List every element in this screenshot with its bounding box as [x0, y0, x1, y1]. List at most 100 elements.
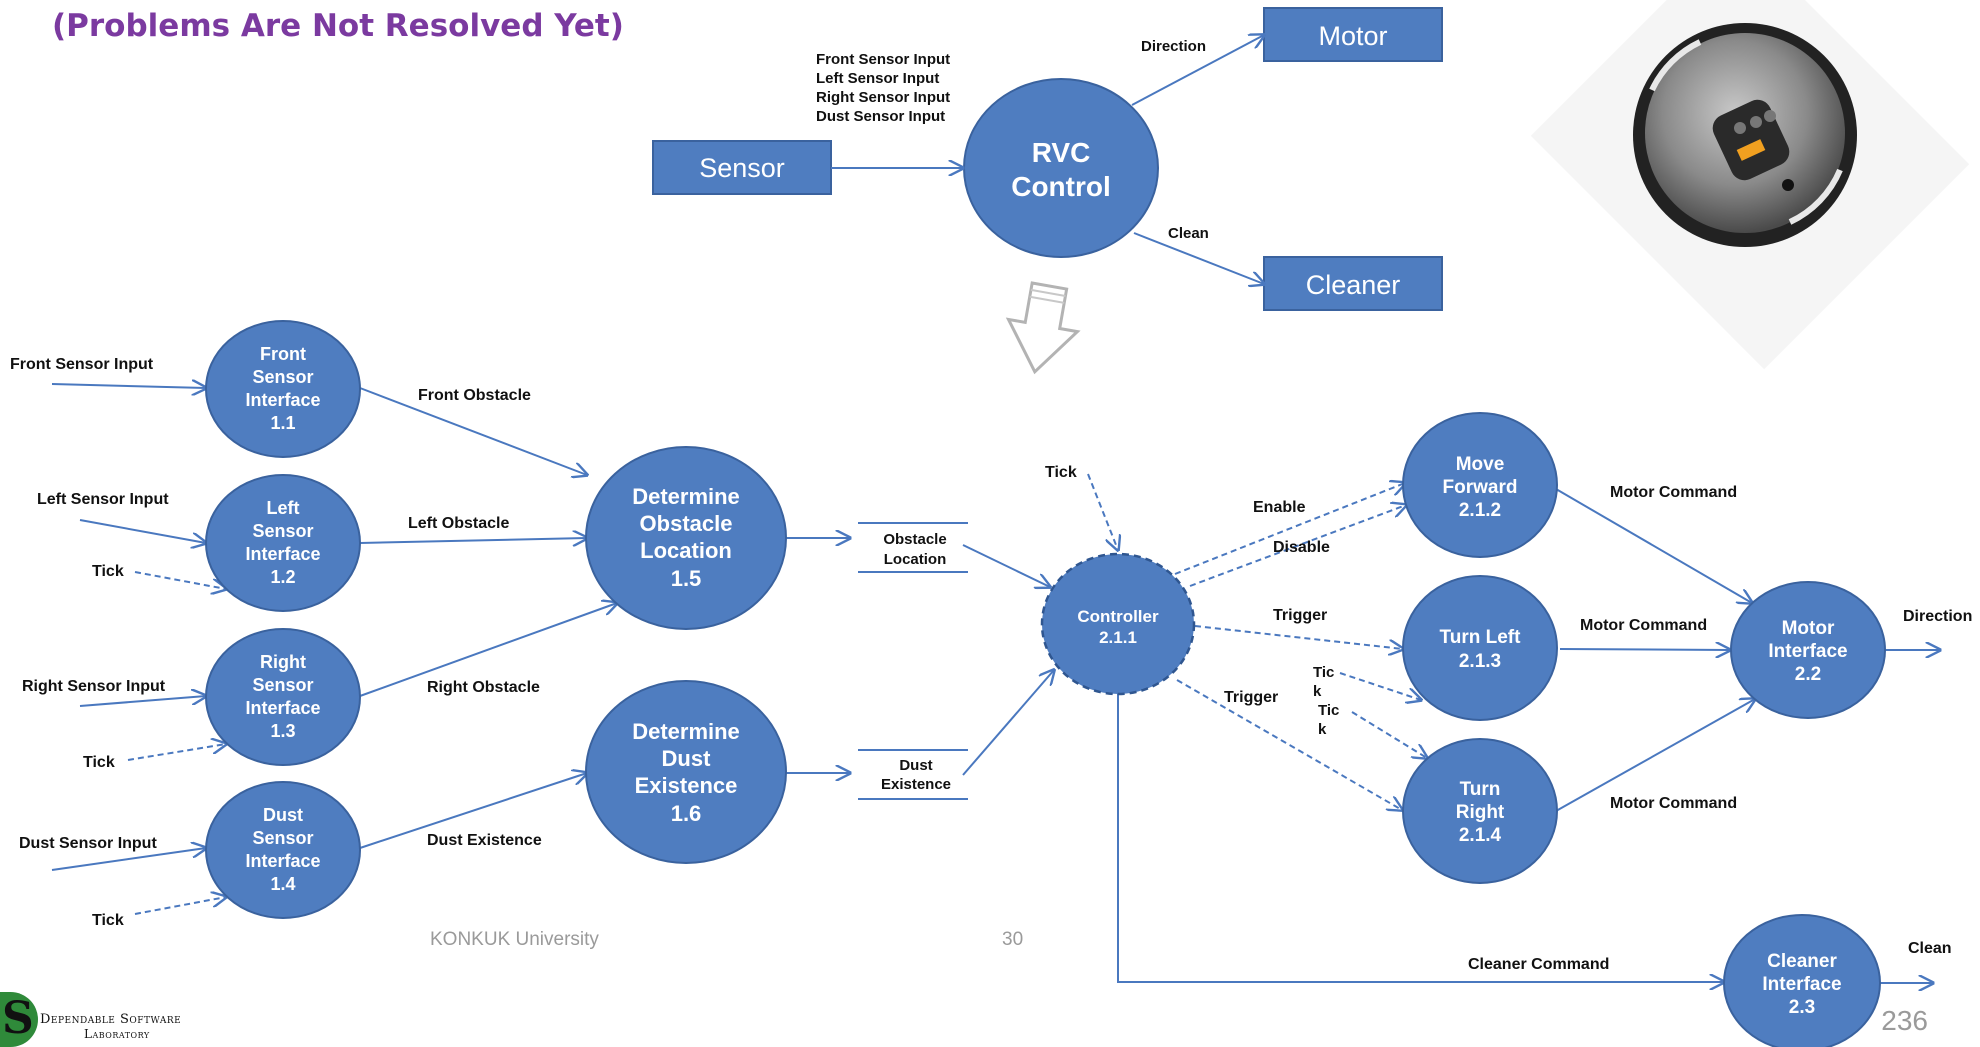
label-motor-command-1: Motor Command	[1610, 484, 1737, 501]
rvc-control-process	[963, 78, 1159, 258]
p213-line2: 2.1.3	[1459, 651, 1501, 672]
label-tick-dust: Tick	[92, 912, 124, 929]
rvc-control-line2: Control	[1011, 171, 1111, 202]
label-tick-controller: Tick	[1045, 464, 1077, 481]
disable-arrow	[1189, 505, 1406, 587]
process-1-5: Determine Obstacle Location 1.5	[585, 446, 787, 630]
p211-line2: 2.1.1	[1099, 628, 1137, 647]
robot-vacuum-photo	[1530, 0, 1970, 370]
label-tick-turn-left-2: k	[1313, 683, 1322, 700]
footer-university: KONKUK University	[430, 929, 599, 950]
p15-line4: 1.5	[671, 566, 702, 591]
p22-line2: Interface	[1768, 641, 1847, 662]
p22-line1: Motor	[1782, 618, 1835, 639]
p212-line3: 2.1.2	[1459, 500, 1501, 521]
p12-line3: Interface	[245, 544, 320, 564]
sensor-entity-label: Sensor	[699, 153, 785, 183]
label-tick-right: Tick	[83, 754, 115, 771]
p15-line3: Location	[640, 538, 732, 563]
lab-name-line2: Laboratory	[84, 1027, 150, 1041]
label-enable: Enable	[1253, 499, 1306, 516]
p16-line4: 1.6	[671, 801, 702, 826]
motor-command-arrow-1	[1555, 488, 1752, 603]
label-front-obstacle: Front Obstacle	[418, 387, 531, 404]
label-cleaner-command: Cleaner Command	[1468, 956, 1609, 973]
p13-line2: Sensor	[252, 675, 313, 695]
p14-line4: 1.4	[270, 874, 295, 894]
label-motor-command-2: Motor Command	[1580, 617, 1707, 634]
lab-name-line1: Dependable Software	[40, 1012, 182, 1027]
left-sensor-input-arrow	[79, 519, 206, 543]
ctx-input-left: Left Sensor Input	[816, 70, 939, 87]
p16-line2: Dust	[662, 746, 712, 771]
label-direction: Direction	[1903, 608, 1972, 625]
obstacle-store-line1: Obstacle	[883, 531, 946, 548]
p11-line2: Sensor	[252, 367, 313, 387]
process-2-1-3: Turn Left 2.1.3	[1402, 575, 1558, 721]
flow-labels: Front Sensor Input Left Sensor Input Tic…	[10, 356, 1972, 973]
p12-line4: 1.2	[270, 567, 295, 587]
process-2-2: Motor Interface 2.2	[1730, 581, 1886, 719]
label-left-obstacle: Left Obstacle	[408, 515, 509, 532]
p14-line1: Dust	[263, 805, 303, 825]
label-disable: Disable	[1273, 539, 1330, 556]
tick-dust-arrow	[134, 897, 226, 915]
process-1-1: Front Sensor Interface 1.1	[205, 320, 361, 458]
motor-command-arrow-3	[1555, 699, 1755, 812]
rvc-to-cleaner-arrow	[1133, 232, 1264, 284]
tick-right-arrow	[127, 744, 226, 761]
data-store-obstacle-location: Obstacle Location	[858, 522, 968, 573]
p212-line1: Move	[1456, 454, 1505, 475]
dust-store-line2: Existence	[881, 776, 951, 793]
label-tick-left: Tick	[92, 563, 124, 580]
obstacle-store-line2: Location	[884, 551, 947, 568]
label-trigger-right: Trigger	[1224, 689, 1278, 706]
p11-line1: Front	[260, 344, 306, 364]
p13-line1: Right	[260, 652, 306, 672]
label-clean: Clean	[1908, 940, 1952, 957]
process-2-1-2: Move Forward 2.1.2	[1402, 412, 1558, 558]
p15-line1: Determine	[632, 484, 740, 509]
label-tick-turn-right-1: Tic	[1318, 702, 1339, 719]
enable-arrow	[1174, 483, 1405, 575]
rvc-control-line1: RVC	[1032, 137, 1091, 168]
process-1-4: Dust Sensor Interface 1.4	[205, 781, 361, 919]
label-dust-sensor-input: Dust Sensor Input	[19, 835, 157, 852]
front-sensor-input-arrow	[51, 384, 206, 388]
dfd-flows	[51, 384, 1940, 983]
p213-line1: Turn Left	[1440, 627, 1522, 648]
dust-existence-arrow	[359, 773, 587, 849]
trigger-right-arrow	[1176, 679, 1402, 810]
sensor-entity	[652, 140, 832, 195]
cleaner-command-arrow	[1117, 693, 1724, 982]
p13-line4: 1.3	[270, 721, 295, 741]
p14-line3: Interface	[245, 851, 320, 871]
label-left-sensor-input: Left Sensor Input	[37, 491, 169, 508]
label-front-sensor-input: Front Sensor Input	[10, 356, 154, 373]
lab-logo-letter: S	[2, 993, 34, 1044]
data-store-dust-existence: Dust Existence	[858, 749, 968, 800]
p22-line3: 2.2	[1795, 664, 1821, 685]
label-right-sensor-input: Right Sensor Input	[22, 678, 166, 695]
p23-line3: 2.3	[1789, 997, 1815, 1018]
process-2-1-1: Controller 2.1.1	[1040, 552, 1196, 696]
tick-turn-right-arrow	[1351, 711, 1427, 758]
process-2-3: Cleaner Interface 2.3	[1723, 914, 1881, 1047]
p14-line2: Sensor	[252, 828, 313, 848]
cleaner-entity	[1263, 256, 1443, 311]
label-right-obstacle: Right Obstacle	[427, 679, 540, 696]
tick-turn-left-arrow	[1339, 672, 1421, 700]
ctx-input-dust: Dust Sensor Input	[816, 108, 945, 125]
p16-line1: Determine	[632, 719, 740, 744]
p12-line2: Sensor	[252, 521, 313, 541]
left-obstacle-arrow	[359, 538, 587, 543]
p212-line2: Forward	[1443, 477, 1518, 498]
page-number: 236	[1881, 1005, 1928, 1036]
p15-line2: Obstacle	[640, 511, 733, 536]
p11-line3: Interface	[245, 390, 320, 410]
p211-line1: Controller	[1077, 607, 1159, 626]
lab-logo: S Dependable Software Laboratory	[0, 992, 240, 1047]
p13-line3: Interface	[245, 698, 320, 718]
motor-command-arrow-2	[1559, 649, 1730, 650]
